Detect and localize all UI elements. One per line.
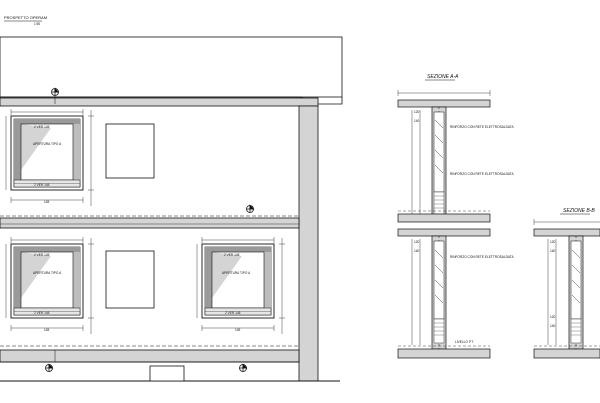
elevation-title: PROSPETTO OPERAM bbox=[4, 15, 47, 20]
section-a-dim-3: 120 bbox=[414, 240, 420, 244]
window-labels: APERTURA TIPO A APERTURA TIPO A APERTURA… bbox=[33, 125, 251, 332]
section-a-title: SEZIONE A-A bbox=[427, 74, 459, 80]
section-b-dim-3: 120 bbox=[550, 315, 556, 319]
framed-window-lower-right bbox=[196, 236, 286, 335]
window-label-ul: APERTURA TIPO A bbox=[33, 142, 62, 146]
level-marker-lower-left bbox=[45, 363, 54, 372]
section-a-note-1: RINFORZO CON RETE ELETTROSALDATA bbox=[450, 125, 515, 129]
window-square-lower bbox=[105, 250, 155, 309]
section-a-labels: 120 140 120 140 RINFORZO CON RETE ELETTR… bbox=[414, 110, 515, 344]
upper-slab bbox=[0, 97, 319, 107]
framed-window-lower-left bbox=[5, 236, 95, 335]
window-bottom-dim-lr: 145 bbox=[235, 328, 241, 332]
roof-volume bbox=[0, 36, 343, 98]
section-b: SEZIONE B-B bbox=[533, 208, 600, 359]
window-bottom-dim-ll: 145 bbox=[44, 328, 50, 332]
basement-opening bbox=[149, 365, 185, 382]
section-a-note-2: RINFORZO CON RETE ELETTROSALDATA bbox=[450, 172, 515, 176]
section-b-dim-2: 140 bbox=[550, 249, 556, 253]
window-top-dim-lr: 2 VER 145 bbox=[224, 253, 240, 257]
section-b-title: SEZIONE B-B bbox=[563, 208, 595, 214]
section-b-labels: 120 140 120 140 bbox=[550, 240, 556, 328]
framed-window-upper-left bbox=[5, 108, 95, 207]
section-a-level: LIVELLO P.T. bbox=[455, 340, 474, 344]
elevation-scale: 1:50 bbox=[34, 22, 40, 26]
window-square-upper bbox=[105, 123, 155, 179]
elevation-view: PROSPETTO OPERAM 1:50 bbox=[0, 15, 343, 382]
window-top-dim-ul: 2 VER 145 bbox=[34, 125, 50, 129]
level-marker-lower-right bbox=[239, 363, 248, 372]
middle-slab bbox=[0, 217, 300, 229]
section-a-dim-2: 140 bbox=[414, 119, 420, 123]
section-a: SEZIONE A-A bbox=[397, 74, 491, 359]
window-label-lr: APERTURA TIPO A bbox=[222, 271, 251, 275]
section-b-dim-1: 120 bbox=[550, 240, 556, 244]
window-label-ll: APERTURA TIPO A bbox=[33, 271, 62, 275]
level-marker-middle bbox=[246, 204, 255, 213]
window-dim-lr: 2 VER 145 bbox=[225, 311, 241, 315]
window-dim-ul: 2 VER 145 bbox=[34, 183, 50, 187]
section-a-note-3: RINFORZO CON RETE ELETTROSALDATA bbox=[450, 255, 515, 259]
section-b-dim-4: 140 bbox=[550, 324, 556, 328]
base-slab bbox=[0, 349, 300, 363]
window-bottom-dim-ul: 145 bbox=[44, 200, 50, 204]
right-wall bbox=[298, 105, 319, 382]
window-dim-ll: 2 VER 145 bbox=[34, 311, 50, 315]
section-a-dim-4: 140 bbox=[414, 249, 420, 253]
section-a-dim-1: 120 bbox=[414, 110, 420, 114]
level-marker-top bbox=[51, 87, 59, 104]
window-top-dim-ll: 2 VER 145 bbox=[34, 253, 50, 257]
